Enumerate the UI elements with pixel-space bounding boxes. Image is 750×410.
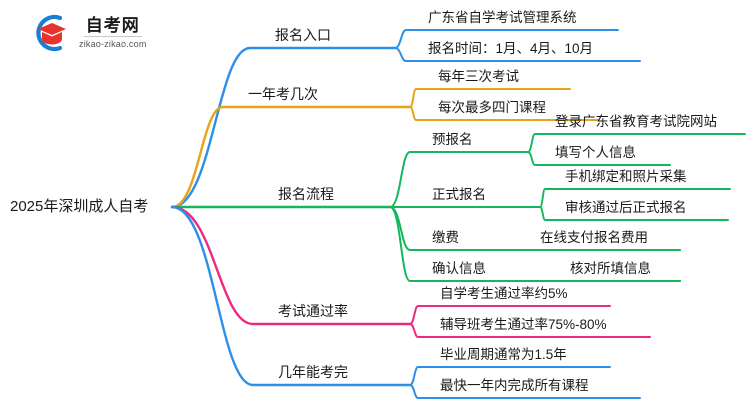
sub-label-3-1-2: 填写个人信息 <box>555 145 636 160</box>
mindmap-connector <box>409 106 599 121</box>
leaf-label-1-2: 报名时间：1月、4月、10月 <box>428 41 594 56</box>
mindmap-connector <box>409 384 641 399</box>
branch-label-3: 报名流程 <box>278 186 334 202</box>
logo-title: 自考网 <box>83 16 142 37</box>
branch-label-4: 考试通过率 <box>278 303 348 319</box>
branch-label-2: 一年考几次 <box>248 86 318 102</box>
leaf-label-3-4: 确认信息 <box>432 261 486 276</box>
leaf-label-2-2: 每次最多四门课程 <box>438 100 546 115</box>
mindmap-connector <box>527 151 671 166</box>
leaf-label-3-2: 正式报名 <box>432 187 486 202</box>
leaf-label-4-2: 辅导班考生通过率75%-80% <box>440 317 607 332</box>
sub-label-3-2-1: 手机绑定和照片采集 <box>565 169 687 184</box>
leaf-label-4-1: 自学考生通过率约5% <box>440 286 568 301</box>
graduation-cap-icon <box>30 12 72 54</box>
sub-label-3-4-1: 核对所填信息 <box>570 261 651 276</box>
mindmap-connector <box>539 206 729 221</box>
sub-label-3-2-2: 审核通过后正式报名 <box>565 200 687 215</box>
leaf-label-5-2: 最快一年内完成所有课程 <box>440 378 589 393</box>
site-logo: 自考网 zikao-zikao.com <box>30 12 147 54</box>
mindmap-connector <box>170 205 412 326</box>
branch-label-1: 报名入口 <box>275 27 331 43</box>
root-node-label: 2025年深圳成人自考 <box>10 198 149 215</box>
leaf-label-2-1: 每年三次考试 <box>438 69 519 84</box>
branch-label-5: 几年能考完 <box>278 364 348 380</box>
mindmap-connector <box>389 206 681 282</box>
mindmap-connector <box>409 323 651 338</box>
leaf-label-3-3: 缴费 <box>432 230 459 245</box>
leaf-label-3-1: 预报名 <box>432 132 473 147</box>
sub-label-3-3-1: 在线支付报名费用 <box>540 230 648 245</box>
sub-label-3-1-1: 登录广东省教育考试院网站 <box>555 114 717 129</box>
leaf-label-5-1: 毕业周期通常为1.5年 <box>440 347 567 362</box>
leaf-label-1-1: 广东省自学考试管理系统 <box>428 10 577 25</box>
mindmap-connector <box>170 105 412 209</box>
mindmap-connector <box>170 205 412 387</box>
mindmap-connector <box>389 151 529 208</box>
logo-domain: zikao-zikao.com <box>79 39 147 49</box>
mindmap-connector <box>170 46 397 209</box>
mindmap-connector <box>394 29 619 49</box>
mindmap-connector <box>394 47 641 62</box>
